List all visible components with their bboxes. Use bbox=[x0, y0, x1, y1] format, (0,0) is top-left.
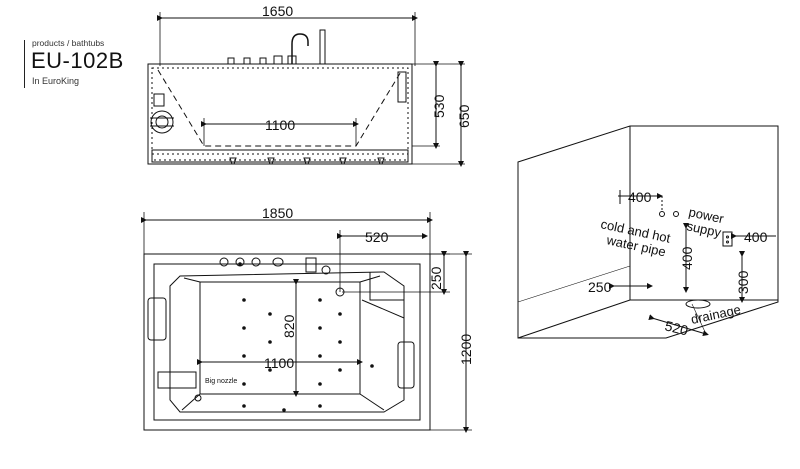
install-view: 400 400 400 300 250 520 cold and hot wat… bbox=[517, 125, 779, 339]
top-seat bbox=[157, 371, 197, 389]
dim-label-1100-top: 1100 bbox=[264, 355, 294, 371]
jet-nozzles bbox=[238, 262, 374, 412]
dim-line-520-floor bbox=[648, 314, 709, 337]
jet-nozzle bbox=[282, 408, 286, 412]
dim-label-1200: 1200 bbox=[458, 334, 474, 365]
side-faucet bbox=[227, 29, 326, 65]
side-pump bbox=[150, 93, 174, 134]
side-tub-inner-dotted bbox=[151, 67, 409, 161]
room-inner-edges bbox=[517, 126, 778, 339]
jet-nozzle bbox=[318, 326, 322, 330]
side-control-panel bbox=[397, 71, 407, 103]
hot-pipe-hole bbox=[673, 211, 679, 217]
side-feet bbox=[229, 157, 385, 165]
jet-nozzle bbox=[338, 340, 342, 344]
top-tub-outline bbox=[143, 253, 431, 431]
brand-label: In EuroKing bbox=[32, 76, 80, 86]
dim-label-400-a: 400 bbox=[628, 189, 652, 205]
jet-nozzle bbox=[268, 312, 272, 316]
dim-label-530: 530 bbox=[431, 94, 447, 118]
jet-nozzle bbox=[318, 404, 322, 408]
drain-hole bbox=[685, 299, 711, 309]
dim-label-250-floor: 250 bbox=[588, 279, 612, 295]
jet-nozzle bbox=[268, 340, 272, 344]
top-view: 1850 520 250 bbox=[141, 205, 474, 433]
top-corner-step bbox=[369, 272, 404, 301]
jet-nozzle bbox=[268, 368, 272, 372]
dim-label-400-vert: 400 bbox=[679, 246, 695, 270]
power-socket bbox=[722, 231, 733, 247]
jet-nozzle bbox=[370, 364, 374, 368]
power-supply-label-1: power bbox=[687, 204, 725, 226]
jet-nozzle bbox=[242, 404, 246, 408]
jet-nozzle bbox=[318, 382, 322, 386]
jet-nozzle bbox=[242, 326, 246, 330]
jet-nozzle bbox=[338, 368, 342, 372]
side-view: 1650 1100 bbox=[147, 3, 472, 167]
big-nozzle-marker bbox=[194, 394, 202, 402]
dim-label-250-top: 250 bbox=[428, 266, 444, 290]
jet-nozzle bbox=[318, 354, 322, 358]
model-title: EU-102B bbox=[31, 48, 124, 73]
jet-nozzle bbox=[318, 298, 322, 302]
dim-label-400-b: 400 bbox=[744, 229, 768, 245]
top-basin-floor bbox=[199, 281, 361, 395]
title-block: products / bathtubs EU-102B In EuroKing bbox=[24, 38, 154, 92]
top-pillow-left bbox=[147, 297, 167, 341]
dim-label-1650: 1650 bbox=[262, 3, 293, 19]
dim-label-1850: 1850 bbox=[262, 205, 293, 221]
dim-label-820: 820 bbox=[281, 314, 297, 338]
top-basin-outer bbox=[169, 271, 405, 413]
power-supply-label-2: suppy bbox=[685, 218, 723, 240]
side-tub-base bbox=[151, 149, 409, 163]
dim-label-300: 300 bbox=[735, 270, 751, 294]
dim-label-520-floor: 520 bbox=[663, 317, 690, 338]
jet-nozzle bbox=[238, 262, 242, 266]
dim-label-1100-side: 1100 bbox=[265, 117, 295, 133]
side-tub-body bbox=[147, 63, 413, 165]
title-divider bbox=[24, 40, 25, 88]
jet-nozzle bbox=[242, 382, 246, 386]
side-basin-outline bbox=[157, 69, 403, 147]
breadcrumb: products / bathtubs bbox=[32, 38, 105, 48]
cold-pipe-hole bbox=[659, 211, 665, 217]
jet-nozzle bbox=[242, 298, 246, 302]
top-tub-rim bbox=[153, 263, 421, 421]
dim-label-650: 650 bbox=[456, 104, 472, 128]
jet-nozzle bbox=[242, 354, 246, 358]
big-nozzle-label: Big nozzle bbox=[205, 378, 237, 385]
drainage-label: drainage bbox=[690, 302, 743, 327]
jet-nozzle bbox=[338, 312, 342, 316]
dim-label-520-top: 520 bbox=[365, 229, 389, 245]
top-pillow-right bbox=[397, 341, 415, 389]
